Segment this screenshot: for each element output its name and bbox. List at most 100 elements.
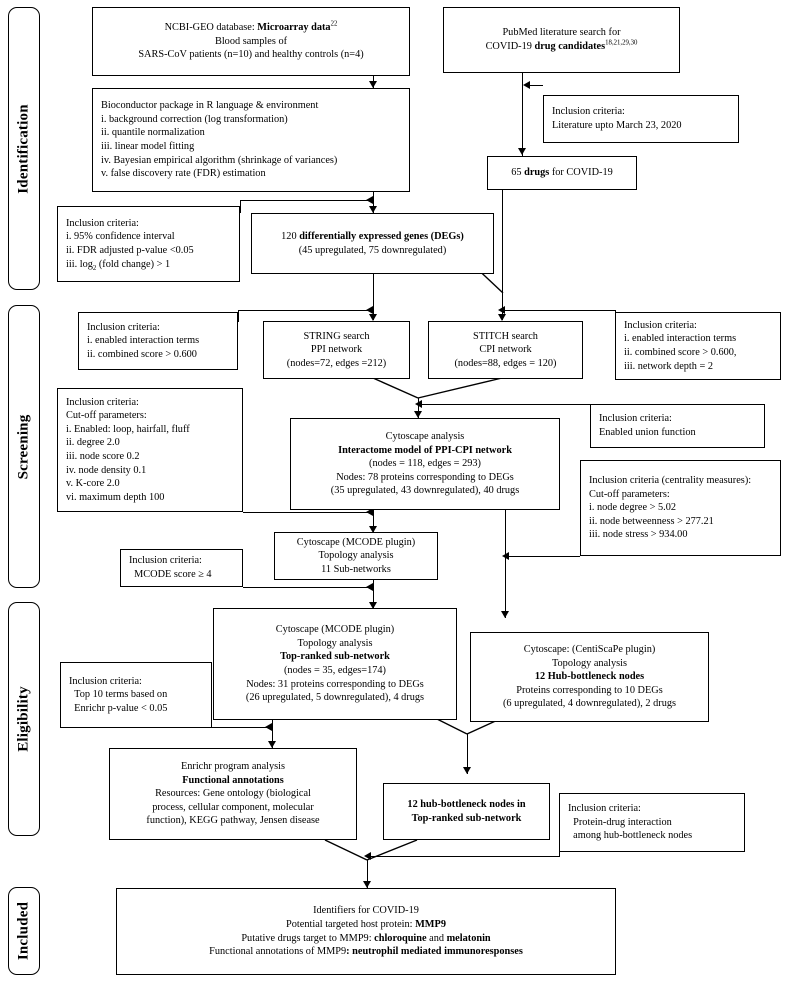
stitchcriteria-line-1: Inclusion criteria: (624, 319, 697, 331)
arrowhead-enrichr (268, 741, 276, 748)
degcriteria-line-1: Inclusion criteria: (66, 217, 139, 229)
box-pdi-criteria: Inclusion criteria: Protein-drug interac… (559, 793, 745, 852)
connector-bioconductor-to-degs (373, 192, 374, 213)
enrichr-line-1: Enrichr program analysis (180, 761, 286, 773)
box-geo-database: NCBI-GEO database: Microarray data22 Blo… (92, 7, 410, 76)
arrowhead-centiscape (501, 611, 509, 618)
mcodescore-line-1: Inclusion criteria: (129, 555, 202, 567)
centralitycriteria-line-1: Inclusion criteria (centrality measures)… (589, 475, 752, 487)
stage-identification: Identification (8, 7, 40, 290)
arrowhead-enrichr-stem (265, 723, 272, 731)
box-65-drugs: 65 drugs for COVID-19 (487, 156, 637, 190)
arrowhead-subnetworks-stem (366, 508, 373, 516)
mcodecriteria-line-1: Inclusion criteria: (66, 396, 139, 408)
stage-screening-label: Screening (15, 414, 32, 479)
box-stitch-criteria: Inclusion criteria: i. enabled interacti… (615, 312, 781, 380)
geo-line-1: NCBI-GEO database: Microarray data22 (164, 20, 338, 34)
final-line-3: Putative drugs target to MMP9: chloroqui… (241, 932, 491, 944)
centralitycriteria-line-2: Cut-off parameters: (589, 488, 670, 500)
box-subnetworks: Cytoscape (MCODE plugin) Topology analys… (274, 532, 438, 580)
arrowhead-degs (369, 206, 377, 213)
arrowhead-string (369, 314, 377, 321)
arrowhead-centiscape-stem (502, 552, 509, 560)
stringcriteria-line-2: i. enabled interaction terms (87, 335, 200, 347)
geo-line-3: SARS-CoV patients (n=10) and healthy con… (138, 49, 364, 61)
mcodescore-line-2: MCODE score ≥ 4 (129, 569, 212, 580)
stitch-line-2: CPI network (479, 344, 532, 356)
box-hub-bottleneck-nodes: 12 hub-bottleneck nodes in Top-ranked su… (383, 783, 550, 840)
bioconductor-line-3: ii. quantile normalization (101, 127, 205, 139)
stage-included: Included (8, 887, 40, 975)
pdicriteria-line-1: Inclusion criteria: (568, 803, 641, 815)
arrowhead-string-stem (366, 306, 373, 314)
stitchcriteria-line-2: i. enabled interaction terms (624, 333, 737, 345)
connector-subnetworks-to-topranked (373, 580, 374, 608)
enrichr-line-4: process, cellular component, molecular (152, 801, 314, 813)
bioconductor-line-5: iv. Bayesian empirical algorithm (shrink… (101, 154, 338, 166)
bioconductor-line-1: Bioconductor package in R language & env… (101, 100, 319, 112)
connector-merge-to-cytoscape (418, 398, 419, 418)
cytoscape-line-5: (35 upregulated, 43 downregulated), 40 d… (330, 485, 520, 497)
string-line-3: (nodes=72, edges =212) (286, 357, 387, 369)
stitch-line-3: (nodes=88, edges = 120) (454, 357, 557, 369)
unioncriteria-line-2: Enabled union function (599, 427, 696, 438)
degs-line-1: 120 differentially expressed genes (DEGs… (281, 230, 464, 242)
topranked-line-2: Topology analysis (297, 637, 373, 649)
topranked-line-3: Top-ranked sub-network (280, 651, 390, 663)
centralitycriteria-line-4: ii. node betweenness > 277.21 (589, 515, 714, 527)
stitchcriteria-line-3: ii. combined score > 0.600, (624, 347, 737, 358)
mcodecriteria-line-8: vi. maximum depth 100 (66, 491, 165, 503)
stage-eligibility: Eligibility (8, 602, 40, 836)
cytoscape-line-3: (nodes = 118, edges = 293) (369, 458, 481, 470)
connector-cytoscape-to-centiscape (505, 510, 506, 618)
mcodecriteria-line-4: ii. degree 2.0 (66, 437, 120, 449)
degs-line-2: (45 upregulated, 75 downregulated) (298, 244, 447, 256)
connector-mcodescore-to-stem (243, 587, 374, 588)
connector-stitchcriteria-to-stem (505, 310, 615, 311)
centiscape-line-2: Topology analysis (551, 657, 628, 669)
box-union-criteria: Inclusion criteria: Enabled union functi… (590, 404, 765, 448)
stage-eligibility-label: Eligibility (15, 686, 32, 752)
arrowhead-topranked-stem (366, 583, 373, 591)
drugs65-line-1: 65 drugs for COVID-19 (511, 167, 613, 179)
connector-enrichr-hub12-merge (324, 839, 455, 862)
arrowhead-cytoscape-stem (415, 400, 422, 408)
arrowhead-final (363, 881, 371, 888)
cytoscape-line-2: Interactome model of PPI-CPI network (338, 444, 512, 456)
box-topranked-subnetwork: Cytoscape (MCODE plugin) Topology analys… (213, 608, 457, 720)
bioconductor-line-2: i. background correction (log transforma… (101, 113, 288, 125)
arrowhead-drugs65 (518, 148, 526, 155)
hub12-line-1: 12 hub-bottleneck nodes in (407, 798, 526, 810)
cytoscape-line-1: Cytoscape analysis (385, 431, 465, 443)
pubmed-line-2: COVID-19 drug candidates18,21,29,30 (485, 39, 638, 52)
subnetworks-line-2: Topology analysis (318, 550, 394, 562)
box-deg-criteria: Inclusion criteria: i. 95% confidence in… (57, 206, 240, 282)
connector-merge-to-hub12 (467, 734, 468, 774)
box-enrichr-criteria: Inclusion criteria: Top 10 terms based o… (60, 662, 212, 728)
final-line-4: Functional annotations of MMP9: neutroph… (209, 946, 523, 958)
connector-degcriteria-to-stem (240, 200, 374, 201)
box-centiscape: Cytoscape: (CentiScaPe plugin) Topology … (470, 632, 709, 722)
box-centrality-criteria: Inclusion criteria (centrality measures)… (580, 460, 781, 556)
enrichrcriteria-line-2: Top 10 terms based on (69, 689, 168, 701)
final-line-1: Identifiers for COVID-19 (313, 905, 419, 917)
enrichrcriteria-line-3: Enrichr p-value < 0.05 (69, 702, 168, 714)
connector-topranked-to-enrichr (272, 720, 273, 748)
hub12-line-2: Top-ranked sub-network (411, 812, 522, 824)
stage-included-label: Included (15, 901, 32, 961)
mcodecriteria-line-7: v. K-core 2.0 (66, 478, 120, 490)
centiscape-line-3: 12 Hub-bottleneck nodes (534, 671, 645, 683)
stringcriteria-line-3: ii. combined score > 0.600 (87, 348, 197, 360)
stringcriteria-line-1: Inclusion criteria: (87, 321, 160, 333)
degcriteria-line-3: ii. FDR adjusted p-value <0.05 (66, 245, 194, 256)
arrowhead-subnetworks (369, 526, 377, 533)
geo-line-2: Blood samples of (214, 35, 288, 47)
centralitycriteria-line-5: iii. node stress > 934.00 (589, 529, 688, 541)
subnetworks-line-3: 11 Sub-networks (321, 563, 391, 575)
arrowhead-stitch-stem (498, 306, 505, 314)
string-line-2: PPI network (310, 344, 363, 356)
connector-stringcriteria-riser (238, 310, 239, 322)
arrowhead-hub12 (463, 767, 471, 774)
topranked-line-6: (26 upregulated, 5 downregulated), 4 dru… (245, 692, 425, 704)
